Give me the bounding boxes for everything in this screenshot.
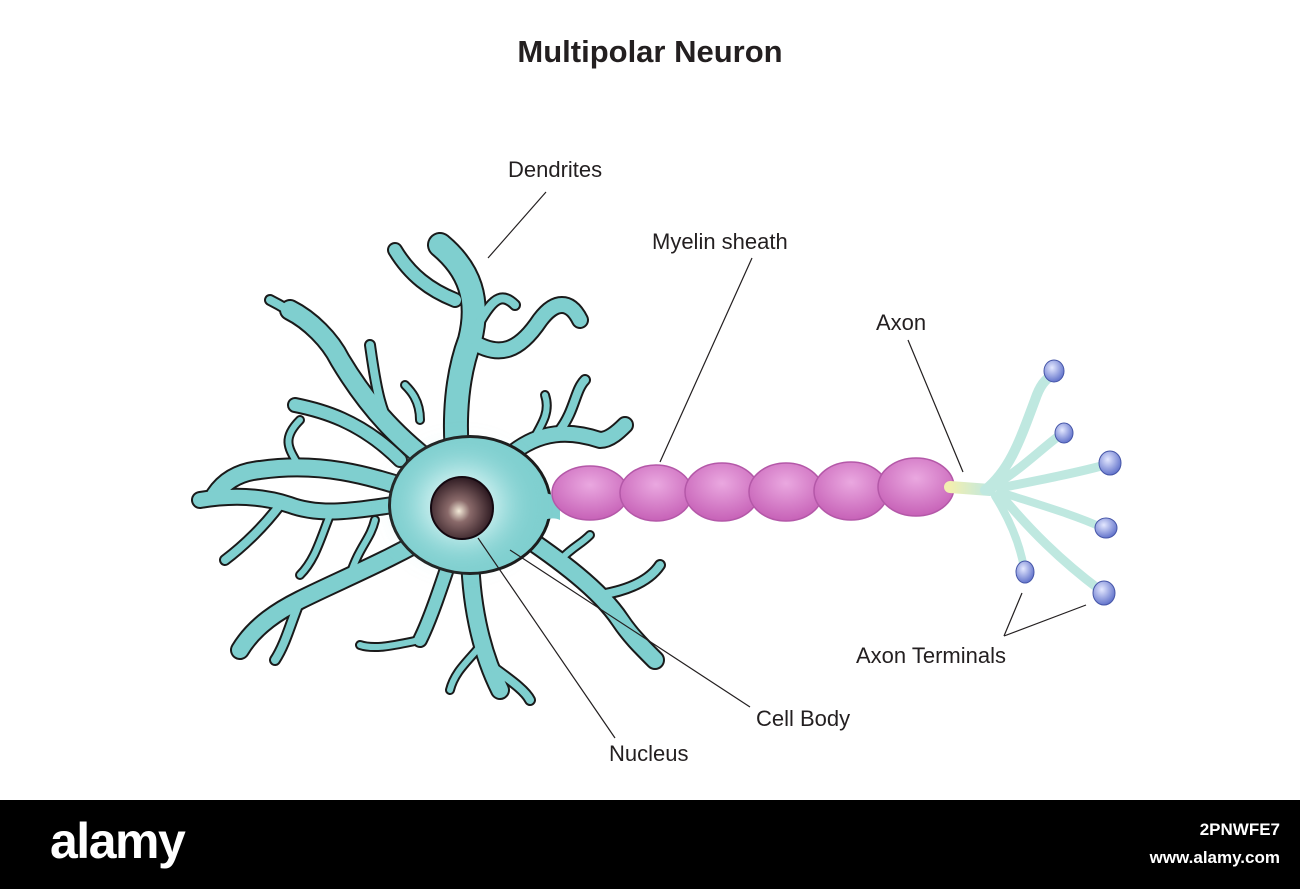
label-axon: Axon (876, 310, 927, 335)
image-credit: 2PNWFE7 www.alamy.com (1150, 816, 1280, 872)
axon-terminal-bulbs (1015, 359, 1122, 606)
diagram-title: Multipolar Neuron (517, 34, 783, 69)
label-myelin-sheath: Myelin sheath (652, 229, 788, 254)
axon (944, 370, 1110, 595)
neuron-diagram: Multipolar Neuron Dendrites Myelin sheat… (191, 34, 1122, 766)
nucleus (430, 476, 494, 540)
label-axon-terminals: Axon Terminals (856, 643, 1006, 668)
brand-logo: alamy (50, 813, 186, 869)
leader-lines (477, 191, 1087, 739)
image-id: 2PNWFE7 (1199, 820, 1280, 839)
myelin-sheath (551, 457, 955, 522)
label-dendrites: Dendrites (508, 157, 603, 182)
watermark-footer: alamy 2PNWFE7 www.alamy.com (0, 800, 1300, 889)
site-url: www.alamy.com (1149, 848, 1280, 867)
neuron-illustration (191, 191, 1122, 739)
label-nucleus: Nucleus (609, 741, 689, 766)
label-cell-body: Cell Body (756, 706, 851, 731)
